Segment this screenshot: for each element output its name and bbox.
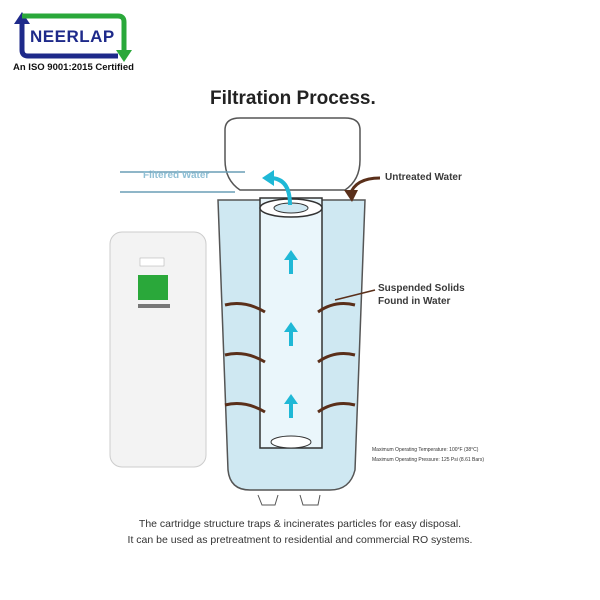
caption-line-2: It can be used as pretreatment to reside… bbox=[127, 534, 473, 546]
logo-frame-icon bbox=[14, 12, 132, 62]
label-suspended-solids: Suspended Solids bbox=[378, 283, 465, 294]
cartridge-image bbox=[109, 231, 207, 468]
label-untreated-water: Untreated Water bbox=[385, 172, 462, 183]
filter-housing bbox=[217, 117, 366, 506]
caption-line-1: The cartridge structure traps & incinera… bbox=[138, 518, 462, 530]
inflow-arrows bbox=[224, 302, 356, 414]
logo-tagline: An ISO 9001:2015 Certified bbox=[13, 62, 134, 73]
page-title: Filtration Process. bbox=[210, 88, 376, 109]
label-filtered-water: Filtered Water bbox=[143, 170, 210, 181]
upward-flow-arrows bbox=[284, 250, 298, 418]
logo-brand: NEERLAP bbox=[30, 27, 115, 46]
spec-pressure: Maximum Operating Pressure: 125 Psi (8.6… bbox=[372, 457, 484, 463]
spec-temperature: Maximum Operating Temperature: 100°F (38… bbox=[372, 447, 479, 453]
label-found-in-water: Found in Water bbox=[378, 296, 451, 307]
